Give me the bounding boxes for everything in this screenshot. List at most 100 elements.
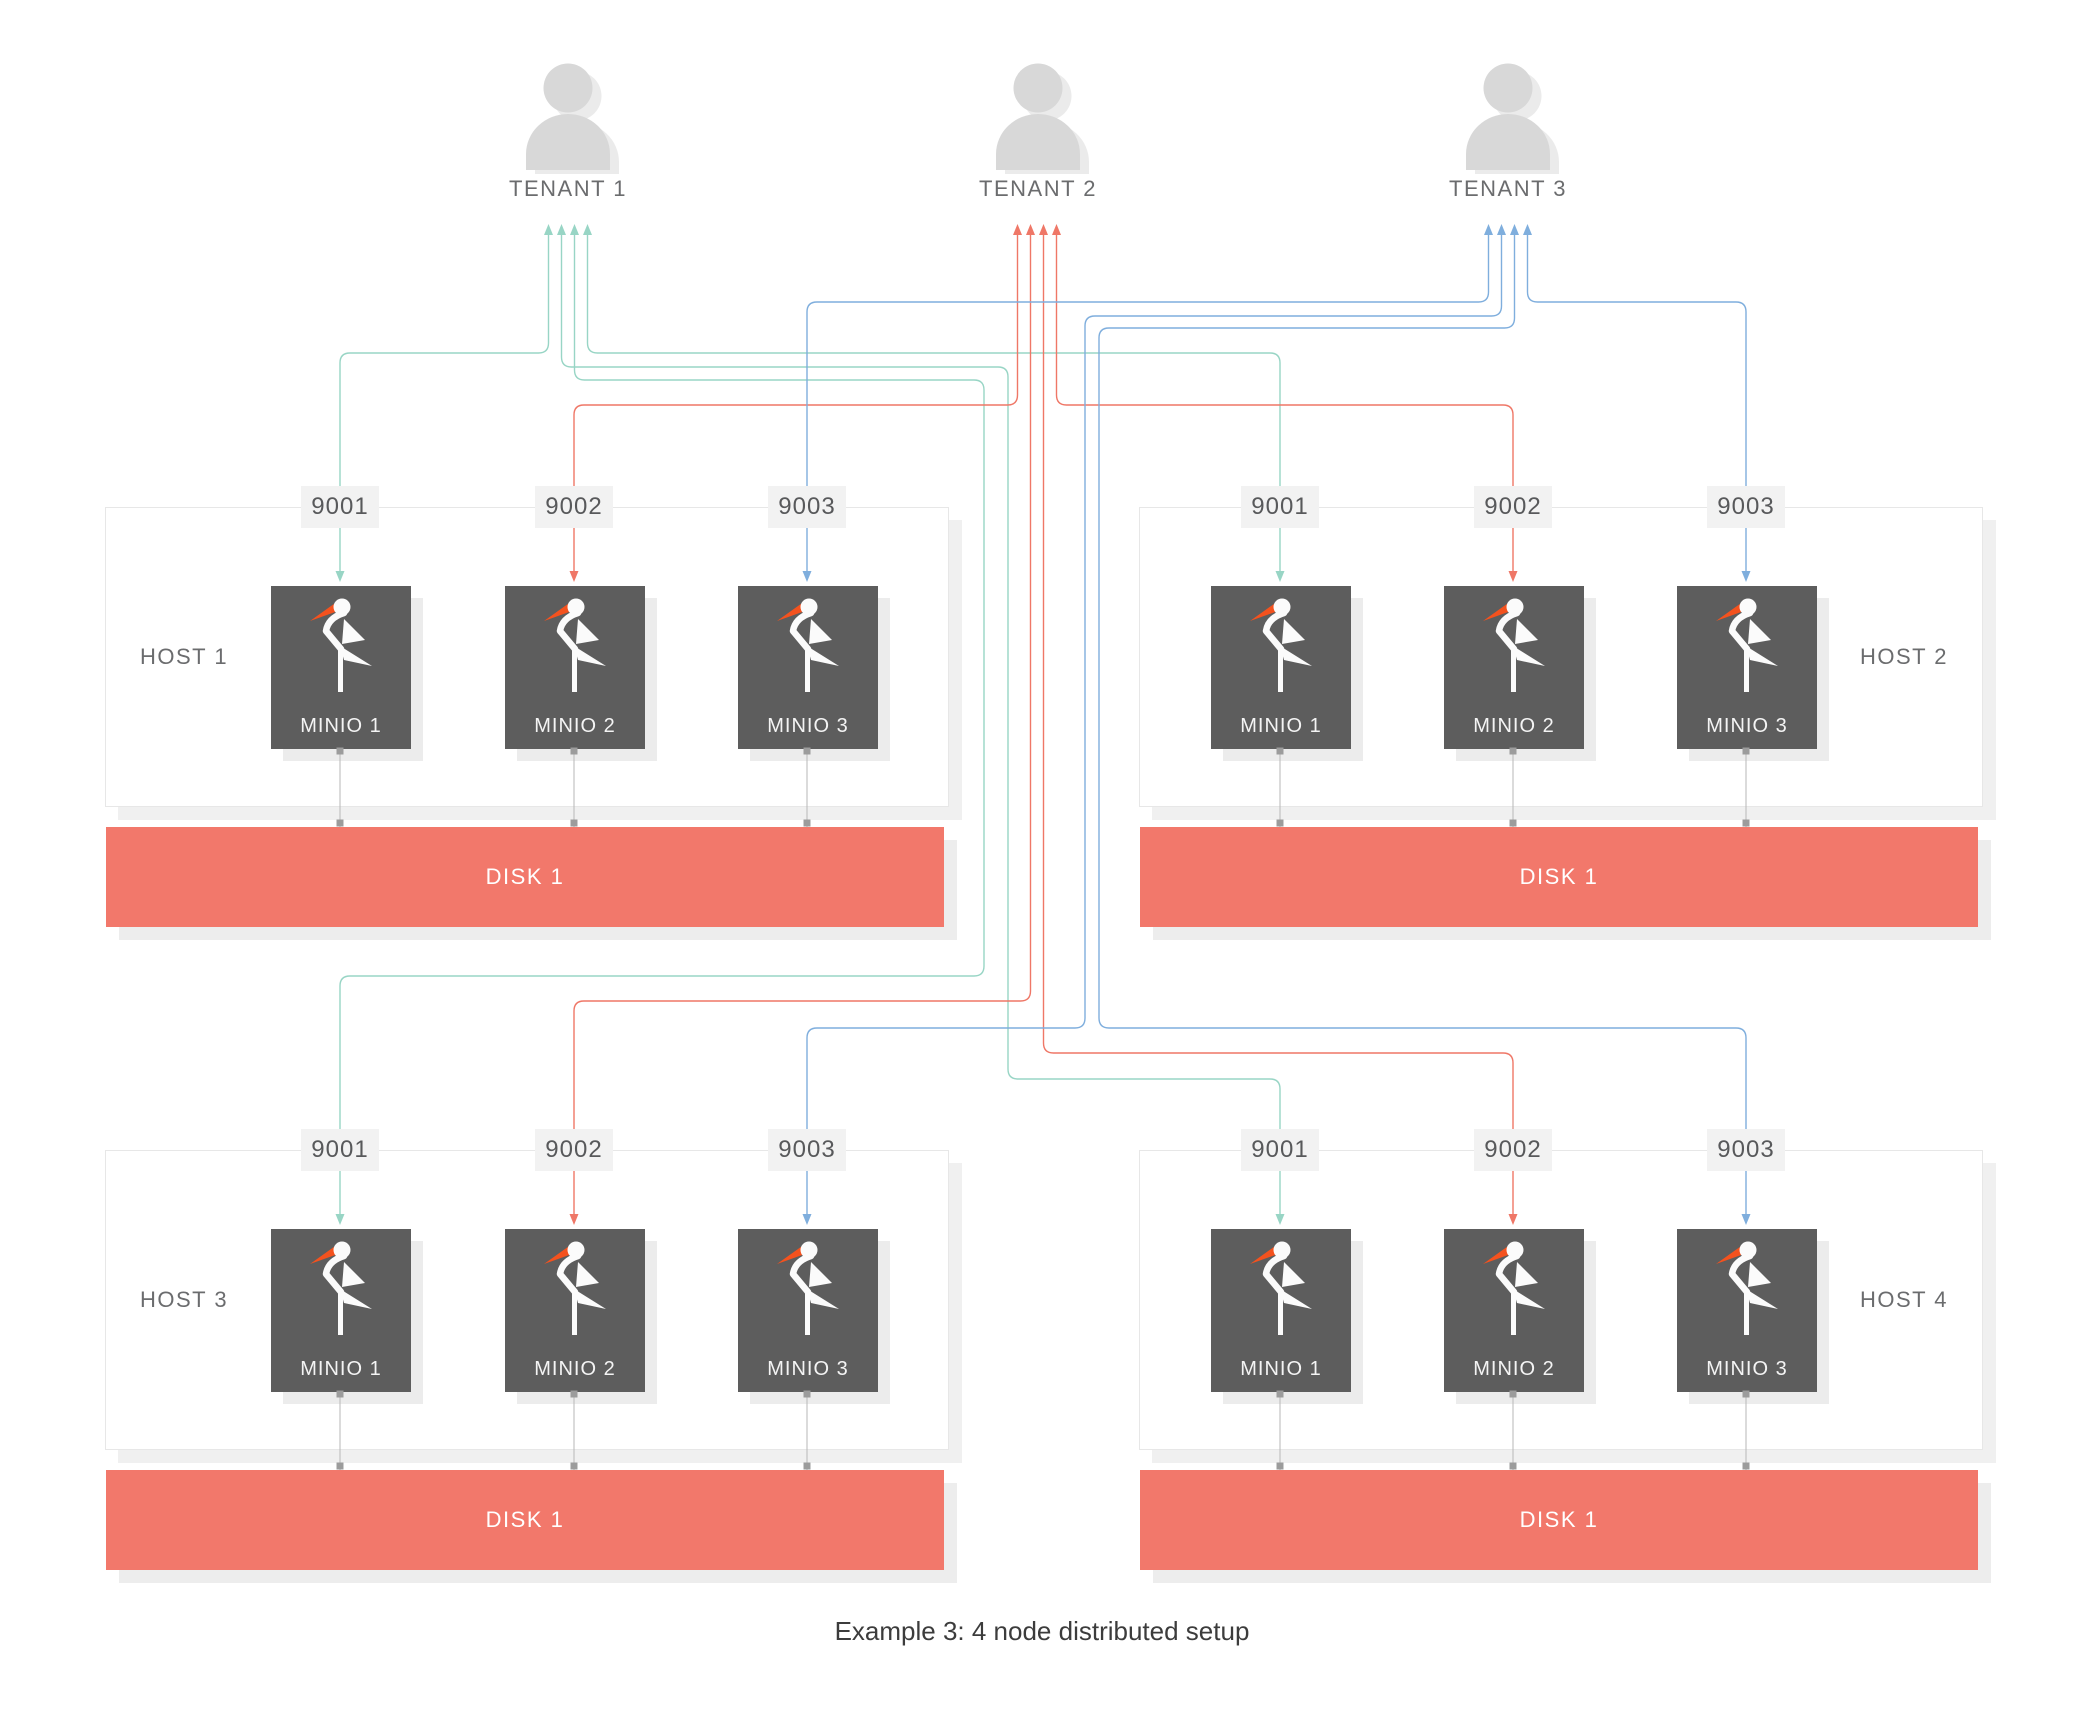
stork-leg — [1744, 1290, 1749, 1335]
connector-endpoint — [1276, 819, 1284, 827]
minio-label: MINIO 2 — [534, 1358, 616, 1380]
minio-node: MINIO 3 — [1677, 586, 1817, 749]
connector-endpoint — [803, 819, 811, 827]
stork-tail — [1513, 1289, 1545, 1309]
stork-leg — [338, 1290, 343, 1335]
stork-neck — [1495, 1252, 1521, 1296]
stork-wing — [809, 619, 832, 644]
arrow-up-icon — [1523, 224, 1532, 235]
tenant-label: TENANT 2 — [979, 176, 1097, 201]
tenant-1: TENANT 1 — [458, 58, 678, 202]
person-icon — [996, 63, 1089, 174]
connector-endpoint — [336, 819, 344, 827]
port-badge: 9003 — [768, 486, 846, 528]
stork-beak — [777, 1244, 805, 1264]
stork-neck — [1728, 609, 1754, 653]
minio-node: MINIO 1 — [1211, 1229, 1351, 1392]
port-badge: 9003 — [1707, 486, 1785, 528]
port-badge: 9002 — [1474, 486, 1552, 528]
port-badge: 9002 — [535, 486, 613, 528]
minio-node: MINIO 1 — [271, 1229, 411, 1392]
minio-label: MINIO 1 — [300, 1358, 382, 1380]
stork-tail — [340, 646, 372, 666]
minio-node: MINIO 1 — [1211, 586, 1351, 749]
stork-beak — [1716, 1244, 1744, 1264]
stork-tail — [1280, 646, 1312, 666]
stork-tail — [1280, 1289, 1312, 1309]
disk-bar: DISK 1 — [1140, 1470, 1978, 1570]
port-badge: 9001 — [1241, 1129, 1319, 1171]
stork-leg — [1511, 1290, 1516, 1335]
disk-label: DISK 1 — [1519, 864, 1599, 889]
stork-logo-icon — [310, 1241, 372, 1335]
disk-bar: DISK 1 — [106, 1470, 944, 1570]
stork-tail — [340, 1289, 372, 1309]
port-badge: 9003 — [1707, 1129, 1785, 1171]
minio-node: MINIO 3 — [738, 586, 878, 749]
stork-neck — [322, 1252, 348, 1296]
stork-tail — [574, 646, 606, 666]
stork-tail — [807, 1289, 839, 1309]
connector-endpoint — [1509, 1462, 1517, 1470]
minio-node: MINIO 2 — [505, 1229, 645, 1392]
stork-logo-icon — [777, 598, 839, 692]
port-badge: 9001 — [1241, 486, 1319, 528]
stork-neck — [556, 609, 582, 653]
stork-wing — [809, 1262, 832, 1287]
stork-tail — [1746, 646, 1778, 666]
stork-logo-icon — [1716, 598, 1778, 692]
disk-label: DISK 1 — [485, 1507, 565, 1532]
stork-neck — [1262, 609, 1288, 653]
tenant-3: TENANT 3 — [1398, 58, 1618, 202]
stork-leg — [1278, 1290, 1283, 1335]
stork-wing — [1748, 1262, 1771, 1287]
tenant-label: TENANT 1 — [509, 176, 627, 201]
stork-tail — [574, 1289, 606, 1309]
arrow-up-icon — [570, 224, 579, 235]
stork-neck — [322, 609, 348, 653]
stork-logo-icon — [777, 1241, 839, 1335]
port-badge: 9002 — [1474, 1129, 1552, 1171]
minio-label: MINIO 3 — [1706, 715, 1788, 737]
connector-endpoint — [1276, 1462, 1284, 1470]
stork-tail — [807, 646, 839, 666]
stork-leg — [572, 1290, 577, 1335]
disk-bar: DISK 1 — [106, 827, 944, 927]
stork-leg — [572, 647, 577, 692]
tenant-2: TENANT 2 — [928, 58, 1148, 202]
stork-leg — [1511, 647, 1516, 692]
connector-endpoint — [1742, 819, 1750, 827]
minio-label: MINIO 2 — [1473, 715, 1555, 737]
minio-label: MINIO 3 — [1706, 1358, 1788, 1380]
stork-logo-icon — [310, 598, 372, 692]
stork-leg — [1744, 647, 1749, 692]
stork-neck — [789, 1252, 815, 1296]
arrow-up-icon — [1497, 224, 1506, 235]
disk-bar: DISK 1 — [1140, 827, 1978, 927]
arrow-up-icon — [1484, 224, 1493, 235]
stork-wing — [1515, 619, 1538, 644]
arrow-up-icon — [583, 224, 592, 235]
arrow-up-icon — [544, 224, 553, 235]
stork-neck — [789, 609, 815, 653]
minio-label: MINIO 2 — [534, 715, 616, 737]
stork-tail — [1746, 1289, 1778, 1309]
stork-wing — [1282, 1262, 1305, 1287]
stork-beak — [310, 601, 338, 621]
stork-logo-icon — [1483, 1241, 1545, 1335]
stork-leg — [1278, 647, 1283, 692]
minio-node: MINIO 1 — [271, 586, 411, 749]
arrow-up-icon — [557, 224, 566, 235]
person-icon — [996, 63, 1080, 170]
minio-label: MINIO 3 — [767, 715, 849, 737]
minio-node: MINIO 3 — [1677, 1229, 1817, 1392]
connector-endpoint — [803, 1462, 811, 1470]
port-badge: 9001 — [301, 1129, 379, 1171]
arrow-up-icon — [1510, 224, 1519, 235]
host-label: HOST 4 — [1859, 1287, 1948, 1312]
port-badge: 9002 — [535, 1129, 613, 1171]
stork-neck — [1495, 609, 1521, 653]
